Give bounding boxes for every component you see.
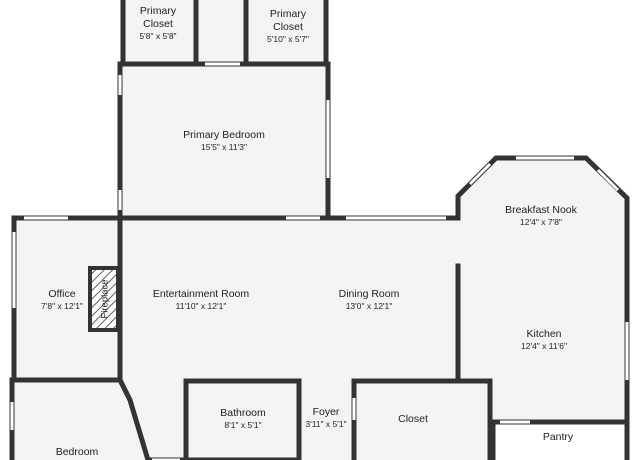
room-name: Entertainment Room (153, 288, 250, 300)
fireplace-label: Fireplace (100, 279, 111, 318)
windows (10, 62, 629, 460)
room-entertainment-room: Entertainment Room 11'10" x 12'1" (153, 288, 250, 311)
room-dimensions: 13'0" x 12'1" (346, 301, 393, 311)
room-name-line2: Closet (273, 21, 303, 33)
room-name: Primary Bedroom (183, 129, 265, 141)
room-pantry: Pantry (543, 431, 574, 443)
floor-fills (14, 0, 627, 460)
room-name: Kitchen (526, 328, 561, 340)
room-dimensions: 5'10" x 5'7" (267, 34, 309, 44)
room-name: Closet (398, 413, 428, 425)
room-name: Dining Room (339, 288, 400, 300)
room-primary-closet-1: Primary Closet 5'8" x 5'8" (139, 5, 176, 41)
room-name: Bathroom (220, 407, 266, 419)
room-primary-closet-2: Primary Closet 5'10" x 5'7" (267, 8, 309, 44)
room-breakfast-nook: Breakfast Nook 12'4" x 7'8" (505, 204, 578, 227)
room-name: Breakfast Nook (505, 204, 578, 216)
room-primary-bedroom: Primary Bedroom 15'5" x 11'3" (183, 129, 265, 152)
room-dimensions: 12'4" x 7'8" (520, 217, 562, 227)
room-dimensions: 15'5" x 11'3" (201, 142, 247, 152)
room-dining-room: Dining Room 13'0" x 12'1" (339, 288, 400, 311)
room-dimensions: 11'10" x 12'1" (176, 301, 227, 311)
room-name: Bedroom (56, 446, 99, 458)
room-kitchen: Kitchen 12'4" x 11'6" (521, 328, 567, 351)
room-bedroom: Bedroom (56, 446, 99, 458)
room-dimensions: 12'4" x 11'6" (521, 341, 567, 351)
room-dimensions: 3'11" x 5'1" (305, 419, 346, 429)
room-name: Foyer (313, 406, 340, 418)
fireplace: Fireplace (88, 266, 120, 332)
room-foyer: Foyer 3'11" x 5'1" (305, 406, 346, 429)
room-dimensions: 8'1" x 5'1" (224, 420, 261, 430)
room-closet: Closet (398, 413, 428, 425)
room-name-line1: Primary (140, 5, 177, 17)
room-dimensions: 5'8" x 5'8" (139, 31, 176, 41)
room-name: Pantry (543, 431, 574, 443)
room-office: Office 7'8" x 12'1" (41, 288, 83, 311)
room-bathroom: Bathroom 8'1" x 5'1" (220, 407, 266, 430)
room-name-line1: Primary (270, 8, 307, 20)
room-name-line2: Closet (143, 18, 173, 30)
room-dimensions: 7'8" x 12'1" (41, 301, 83, 311)
room-name: Office (48, 288, 75, 300)
room-labels: Primary Closet 5'8" x 5'8" Primary Close… (41, 5, 578, 458)
